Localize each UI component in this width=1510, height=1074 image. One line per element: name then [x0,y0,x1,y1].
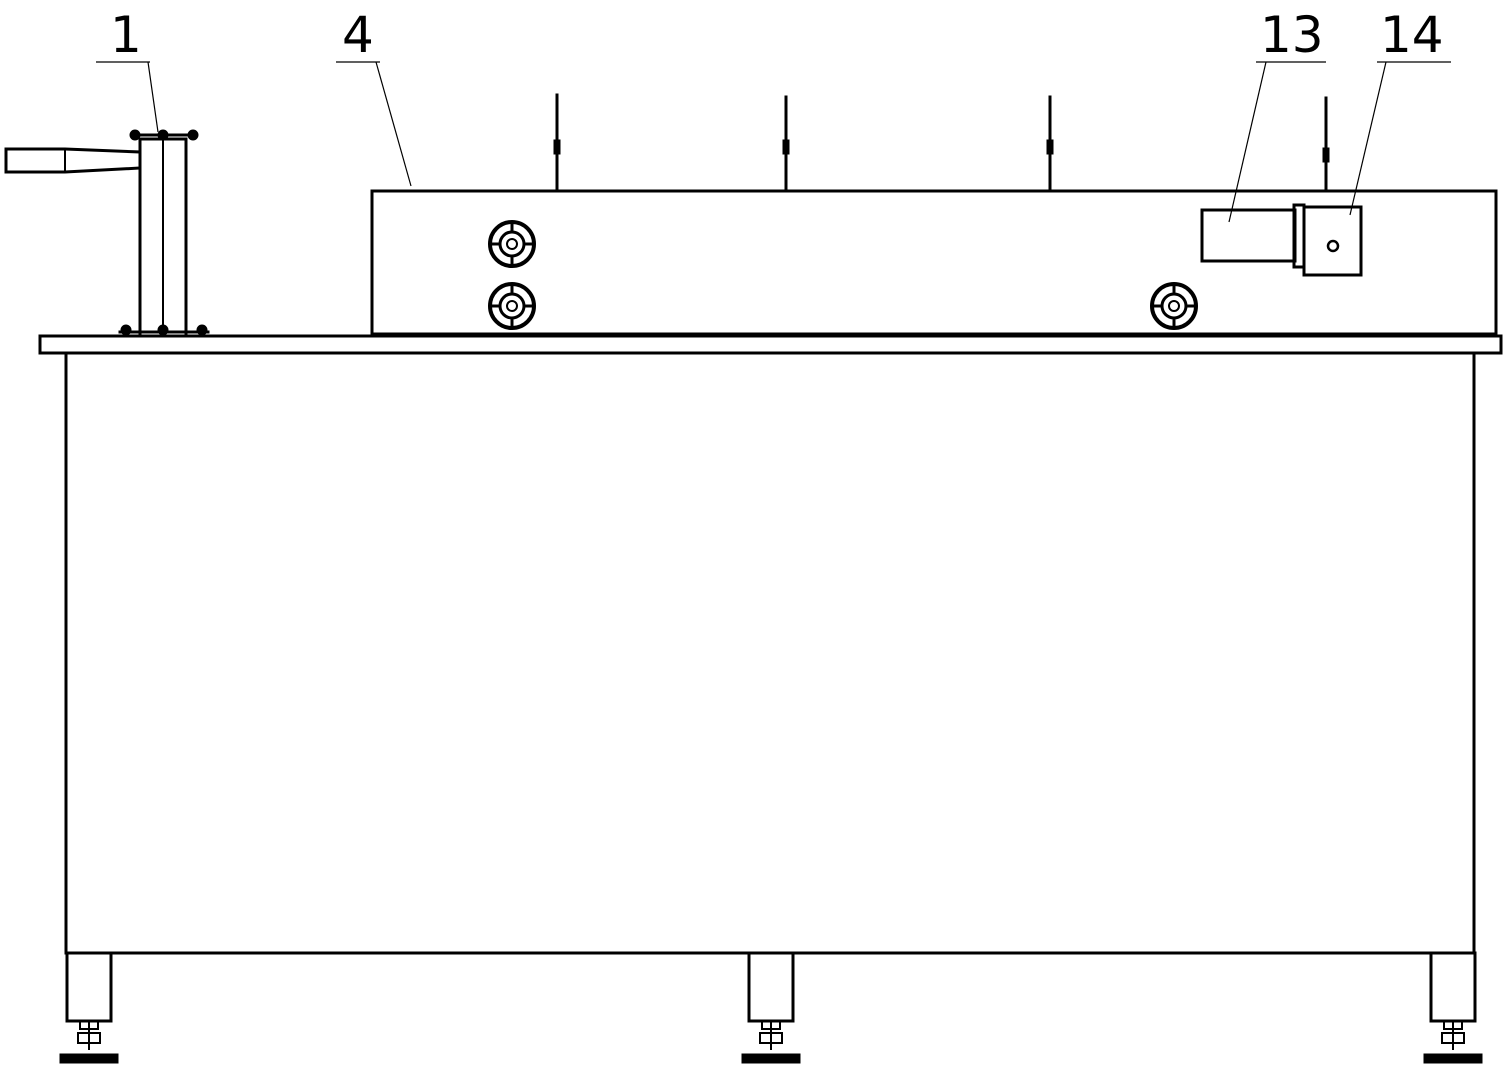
part-13-motor [1200,203,1306,269]
legs [59,951,1483,1064]
part-1-column [4,129,210,338]
callout-1: 1 [110,6,142,64]
cabinet [38,334,1503,955]
table-top [38,334,1503,355]
rods [553,93,1330,193]
fitting-upper-left [488,220,536,268]
callout-labels: 1 4 13 14 [110,6,1444,64]
leg-center [741,951,801,1064]
part-14-gearbox [1302,205,1363,277]
cabinet-body [64,351,1476,955]
callout-13: 13 [1260,6,1324,64]
callout-4: 4 [342,6,374,64]
leader-lines [96,61,1451,223]
part-1-arm [4,147,142,174]
part-4-housing [370,93,1498,336]
callout-14: 14 [1380,6,1444,64]
leg-right [1423,951,1483,1064]
fitting-lower-right [1150,282,1198,330]
fitting-lower-left [488,282,536,330]
leg-left [59,951,119,1064]
